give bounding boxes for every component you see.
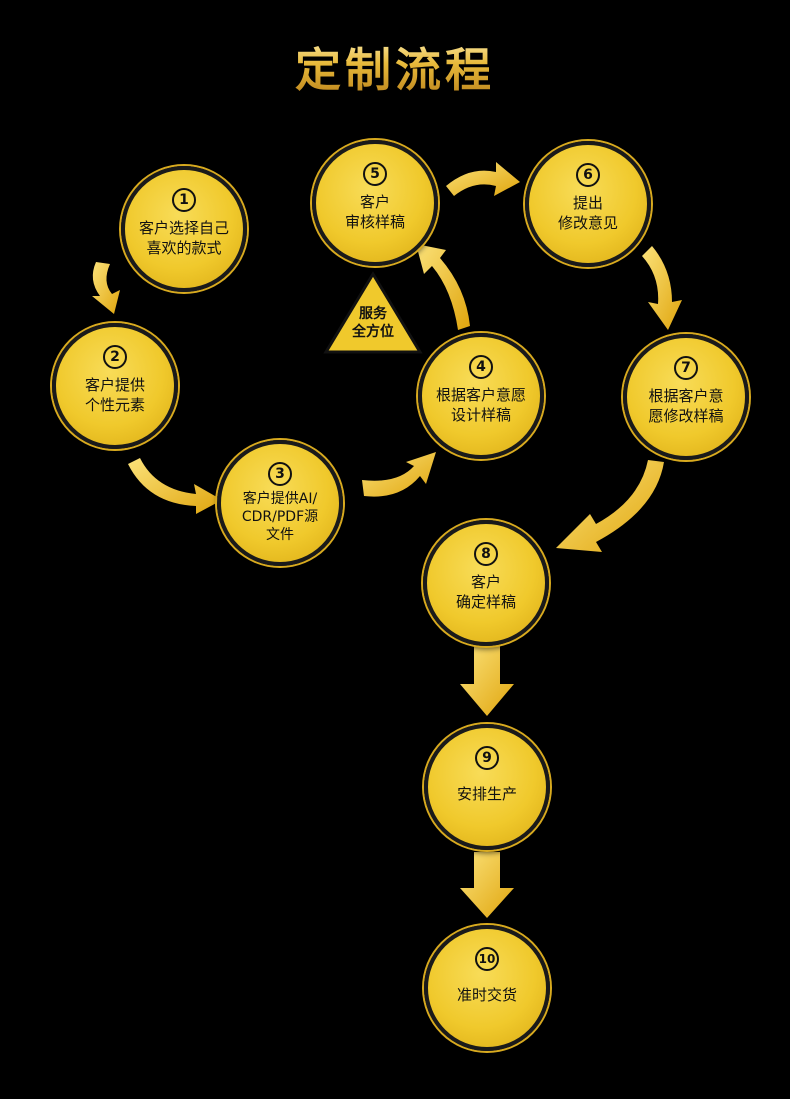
- step-number: 9: [475, 746, 499, 770]
- step-number: 6: [576, 163, 600, 187]
- step-label: 安排生产: [456, 785, 517, 803]
- step-1-node: 1 客户选择自己 喜欢的款式: [121, 166, 247, 292]
- step-label: 客户提供 个性元素: [84, 376, 145, 414]
- arrow-5-to-6: [446, 162, 520, 196]
- step-number: 3: [268, 462, 292, 486]
- step-number: 7: [674, 356, 698, 380]
- step-number: 10: [475, 947, 499, 971]
- step-number: 2: [103, 345, 127, 369]
- step-label: 客户 确定样稿: [455, 573, 516, 611]
- service-badge-label: 服务 全方位: [352, 306, 394, 340]
- step-number: 1: [172, 188, 196, 212]
- step-label: 客户选择自己 喜欢的款式: [138, 219, 229, 257]
- step-number: 4: [469, 355, 493, 379]
- step-label: 准时交货: [456, 986, 517, 1004]
- step-4-node: 4 根据客户意愿 设计样稿: [418, 333, 544, 459]
- arrow-6-to-7: [642, 246, 682, 330]
- step-number: 8: [474, 542, 498, 566]
- step-6-node: 6 提出 修改意见: [525, 141, 651, 267]
- arrow-3-to-4: [362, 452, 436, 497]
- arrow-2-to-3: [128, 458, 222, 514]
- step-10-node: 10 准时交货: [424, 925, 550, 1051]
- page-title: 定制流程: [0, 34, 790, 100]
- arrow-4-to-5: [416, 244, 470, 330]
- arrow-9-to-10: [460, 852, 514, 918]
- step-label: 根据客户意 愿修改样稿: [648, 387, 724, 425]
- step-2-node: 2 客户提供 个性元素: [52, 323, 178, 449]
- step-5-node: 5 客户 审核样稿: [312, 140, 438, 266]
- step-number: 5: [363, 162, 387, 186]
- service-badge-triangle: [323, 271, 423, 354]
- arrow-8-to-9: [460, 646, 514, 716]
- step-3-node: 3 客户提供AI/ CDR/PDF源 文件: [217, 440, 343, 566]
- step-label: 提出 修改意见: [557, 194, 618, 232]
- arrow-1-to-2: [92, 262, 120, 314]
- step-8-node: 8 客户 确定样稿: [423, 520, 549, 646]
- step-9-node: 9 安排生产: [424, 724, 550, 850]
- arrow-7-to-8: [556, 460, 664, 552]
- step-label: 根据客户意愿 设计样稿: [435, 386, 526, 424]
- step-7-node: 7 根据客户意 愿修改样稿: [623, 334, 749, 460]
- step-label: 客户提供AI/ CDR/PDF源 文件: [241, 491, 319, 543]
- step-label: 客户 审核样稿: [344, 193, 405, 231]
